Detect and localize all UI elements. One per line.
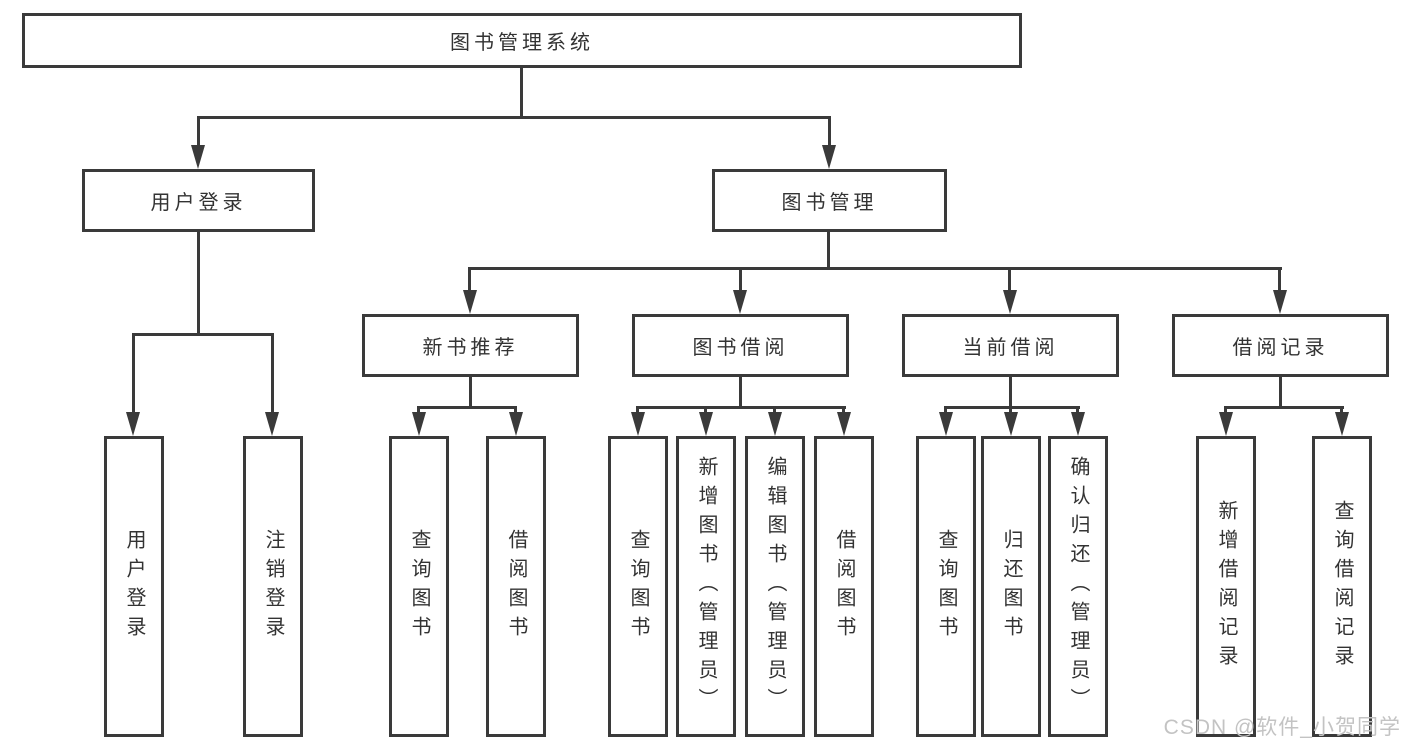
leaf-confirm-return-admin-label: 确认归还（管理员） xyxy=(1067,456,1089,717)
arrow-down xyxy=(822,145,836,169)
node-book-borrowing-label: 图书借阅 xyxy=(692,337,789,359)
node-new-book-recommendation-label: 新书推荐 xyxy=(422,337,519,359)
leaf-borrow-books-label: 借阅图书 xyxy=(833,528,855,645)
node-new-book-recommendation: 新书推荐 xyxy=(362,314,579,377)
leaf-logout-label: 注销登录 xyxy=(262,528,284,645)
connector-line xyxy=(1224,406,1227,415)
arrow-down xyxy=(837,412,851,436)
node-user-login: 用户登录 xyxy=(82,169,315,232)
connector-line xyxy=(944,406,1080,409)
connector-line xyxy=(468,267,471,293)
node-user-login-label: 用户登录 xyxy=(150,192,247,214)
connector-line xyxy=(1009,406,1012,415)
connector-line xyxy=(417,406,517,409)
leaf-query-books-borrowing-label: 查询图书 xyxy=(627,528,649,645)
arrow-down xyxy=(1003,290,1017,314)
arrow-down xyxy=(939,412,953,436)
leaf-query-books-recommend-label: 查询图书 xyxy=(408,528,430,645)
arrow-down xyxy=(1335,412,1349,436)
connector-line xyxy=(132,333,135,414)
arrow-down xyxy=(463,290,477,314)
node-book-borrowing: 图书借阅 xyxy=(632,314,849,377)
leaf-query-books-current-label: 查询图书 xyxy=(935,528,957,645)
leaf-borrow-books-recommend: 借阅图书 xyxy=(486,436,546,737)
arrow-down xyxy=(191,145,205,169)
arrow-down xyxy=(1071,412,1085,436)
leaf-logout: 注销登录 xyxy=(243,436,303,737)
connector-line xyxy=(132,333,274,336)
arrow-down xyxy=(631,412,645,436)
leaf-borrow-books-recommend-label: 借阅图书 xyxy=(505,528,527,645)
csdn-watermark: CSDN @软件_小贺同学 xyxy=(1163,716,1401,739)
leaf-add-books-admin: 新增图书（管理员） xyxy=(676,436,736,737)
connector-line xyxy=(469,267,1282,270)
connector-line xyxy=(636,406,846,409)
connector-line xyxy=(1009,377,1012,409)
connector-line xyxy=(704,406,707,415)
connector-line xyxy=(1008,267,1011,293)
connector-line xyxy=(417,406,420,415)
connector-line xyxy=(828,116,831,147)
node-root-label: 图书管理系统 xyxy=(450,32,594,54)
connector-line xyxy=(1340,406,1343,415)
connector-line xyxy=(197,116,831,119)
leaf-confirm-return-admin: 确认归还（管理员） xyxy=(1048,436,1108,737)
node-book-management: 图书管理 xyxy=(712,169,947,232)
arrow-down xyxy=(699,412,713,436)
leaf-return-books: 归还图书 xyxy=(981,436,1041,737)
arrow-down xyxy=(126,412,140,436)
arrow-down xyxy=(733,290,747,314)
leaf-query-books-current: 查询图书 xyxy=(916,436,976,737)
connector-line xyxy=(636,406,639,415)
leaf-edit-books-admin-label: 编辑图书（管理员） xyxy=(764,456,786,717)
connector-line xyxy=(1224,406,1344,409)
connector-line xyxy=(944,406,947,415)
arrow-down xyxy=(1004,412,1018,436)
arrow-down xyxy=(412,412,426,436)
leaf-return-books-label: 归还图书 xyxy=(1000,528,1022,645)
connector-line xyxy=(739,377,742,409)
connector-line xyxy=(827,232,830,270)
connector-line xyxy=(469,377,472,409)
connector-line xyxy=(514,406,517,415)
arrow-down xyxy=(265,412,279,436)
node-borrowing-records: 借阅记录 xyxy=(1172,314,1389,377)
leaf-add-borrow-record-label: 新增借阅记录 xyxy=(1215,499,1237,674)
leaf-user-login-label: 用户登录 xyxy=(123,528,145,645)
leaf-query-books-recommend: 查询图书 xyxy=(389,436,449,737)
leaf-user-login: 用户登录 xyxy=(104,436,164,737)
connector-line xyxy=(197,232,200,336)
connector-line xyxy=(1278,267,1281,293)
node-root: 图书管理系统 xyxy=(22,13,1022,68)
leaf-borrow-books: 借阅图书 xyxy=(814,436,874,737)
connector-line xyxy=(520,68,523,119)
connector-line xyxy=(842,406,845,415)
connector-line xyxy=(1279,377,1282,409)
node-current-borrowing: 当前借阅 xyxy=(902,314,1119,377)
node-current-borrowing-label: 当前借阅 xyxy=(962,337,1059,359)
arrow-down xyxy=(1273,290,1287,314)
leaf-query-books-borrowing: 查询图书 xyxy=(608,436,668,737)
connector-line xyxy=(197,116,200,147)
leaf-add-books-admin-label: 新增图书（管理员） xyxy=(695,456,717,717)
leaf-add-borrow-record: 新增借阅记录 xyxy=(1196,436,1256,737)
connector-line xyxy=(271,333,274,414)
arrow-down xyxy=(1219,412,1233,436)
arrow-down xyxy=(509,412,523,436)
connector-line xyxy=(1076,406,1079,415)
connector-line xyxy=(739,267,742,293)
arrow-down xyxy=(768,412,782,436)
leaf-query-borrow-record-label: 查询借阅记录 xyxy=(1331,499,1353,674)
leaf-edit-books-admin: 编辑图书（管理员） xyxy=(745,436,805,737)
leaf-query-borrow-record: 查询借阅记录 xyxy=(1312,436,1372,737)
connector-line xyxy=(773,406,776,415)
node-borrowing-records-label: 借阅记录 xyxy=(1232,337,1329,359)
node-book-management-label: 图书管理 xyxy=(781,192,878,214)
